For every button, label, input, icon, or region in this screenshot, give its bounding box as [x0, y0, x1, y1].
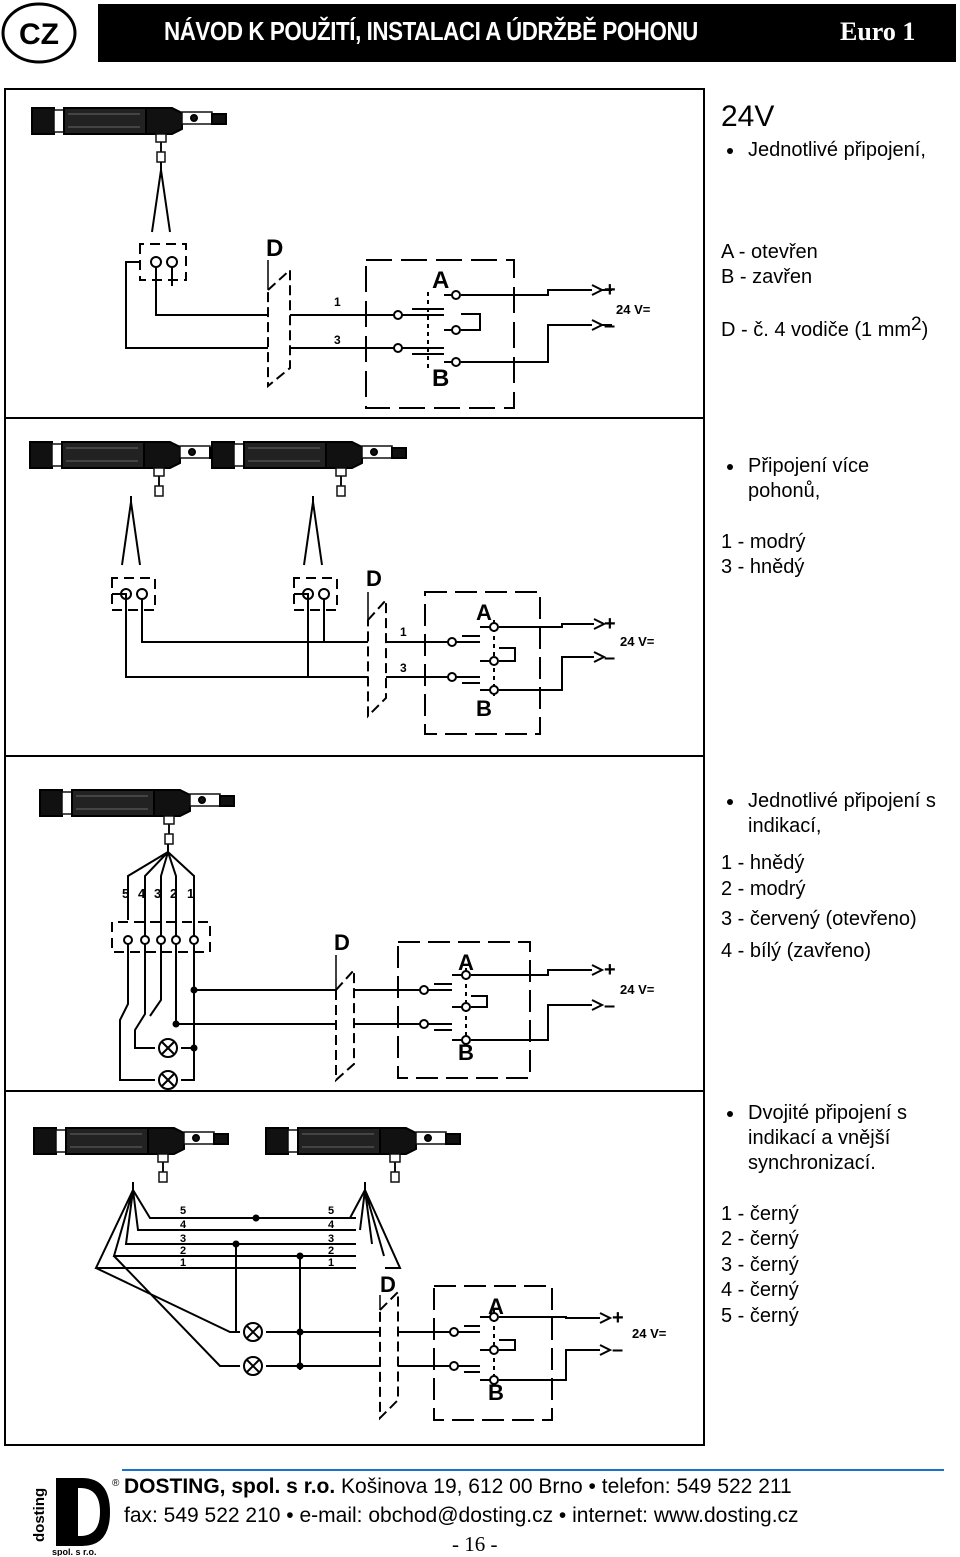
cz-badge-label: CZ — [19, 18, 59, 51]
s4-legend-5: 5 - černý — [721, 1305, 799, 1327]
s3-bullet-line1: Jednotlivé připojení s — [748, 790, 936, 812]
page-number: - 16 - — [452, 1532, 498, 1556]
cz-badge: CZ — [1, 2, 77, 64]
s1-line-d-end: ) — [921, 319, 929, 341]
label-d: D — [380, 1272, 396, 1297]
bullet-icon — [727, 148, 733, 154]
s4-bullet-line1: Dvojité připojení s — [748, 1102, 907, 1124]
footer-contact-line1: DOSTING, spol. s r.o. Košinova 19, 612 0… — [124, 1474, 792, 1500]
label-plus: + — [604, 279, 616, 301]
label-wire-3: 3 — [400, 661, 407, 675]
model-name: Euro 1 — [840, 17, 916, 46]
label-wire-3: 3 — [154, 886, 161, 901]
s3-legend-4: 4 - bílý (zavřeno) — [721, 940, 872, 962]
label-plus: + — [604, 613, 616, 635]
footer-contact-line2: fax: 549 522 210 • e-mail: obchod@dostin… — [124, 1504, 799, 1527]
s2-bullet-line1: Připojení více — [748, 455, 870, 477]
label-minus: – — [604, 647, 615, 669]
label-voltage: 24 V= — [632, 1326, 667, 1341]
label-wire-3: 3 — [180, 1233, 186, 1245]
label-voltage: 24 V= — [620, 982, 655, 997]
label-plus: + — [612, 1307, 624, 1329]
s1-line-d: D - č. 4 vodiče (1 mm2) — [721, 314, 929, 344]
s1-line-b: B - zavřen — [721, 266, 813, 288]
label-a: A — [488, 1294, 504, 1319]
label-wire-5: 5 — [328, 1205, 334, 1217]
section-divider — [4, 417, 705, 419]
label-b: B — [476, 696, 492, 721]
voltage-heading: 24V — [721, 100, 775, 133]
label-minus: – — [604, 315, 615, 337]
s4-legend-3: 3 - černý — [721, 1254, 799, 1276]
label-wire-2: 2 — [170, 886, 177, 901]
label-d: D — [334, 930, 350, 955]
s2-legend-1: 1 - modrý — [721, 531, 806, 553]
label-plus: + — [604, 959, 616, 981]
s4-bullet-line3: synchronizací. — [748, 1152, 876, 1174]
s3-legend-1: 1 - hnědý — [721, 852, 805, 874]
label-minus: – — [604, 995, 615, 1017]
wiring-diagrams: D A B 24 V= + – 1 3 D A B 24 V= + – 1 3 … — [29, 107, 667, 1421]
s3-bullet-line2: indikací, — [748, 815, 822, 837]
label-d: D — [266, 235, 283, 262]
diagram-frame — [4, 88, 705, 1446]
label-a: A — [476, 600, 492, 625]
section-divider — [4, 1090, 705, 1092]
label-wire-4: 4 — [328, 1219, 335, 1231]
company-logo: dosting ® spol. s r.o. — [31, 1478, 120, 1556]
s2-legend-2: 3 - hnědý — [721, 556, 805, 578]
label-voltage: 24 V= — [616, 302, 651, 317]
s3-legend-2: 2 - modrý — [721, 878, 806, 900]
label-wire-5: 5 — [180, 1205, 186, 1217]
label-wire-5: 5 — [122, 886, 129, 901]
s3-legend-3: 3 - červený (otevřeno) — [721, 908, 917, 930]
company-name: DOSTING, spol. s r.o. — [124, 1475, 336, 1498]
logo-registered: ® — [112, 1478, 120, 1489]
s1-line-a: A - otevřen — [721, 241, 818, 263]
label-wire-2: 2 — [180, 1245, 186, 1257]
label-b: B — [432, 365, 449, 392]
s1-line-d-main: D - č. 4 vodiče (1 mm — [721, 319, 912, 341]
logo-sub: spol. s r.o. — [52, 1547, 97, 1556]
label-minus: – — [612, 1339, 623, 1361]
header-bar — [98, 4, 956, 62]
label-voltage: 24 V= — [620, 634, 655, 649]
label-b: B — [458, 1040, 474, 1065]
s4-legend-1: 1 - černý — [721, 1203, 799, 1225]
s4-legend-4: 4 - černý — [721, 1279, 799, 1301]
label-b: B — [488, 1380, 504, 1405]
label-d: D — [366, 566, 382, 591]
bullet-icon — [727, 1111, 733, 1117]
footer-rule — [122, 1469, 944, 1471]
s2-bullet-line2: pohonů, — [748, 480, 821, 502]
label-wire-4: 4 — [180, 1219, 187, 1231]
label-wire-4: 4 — [138, 886, 146, 901]
company-address: Košinova 19, 612 00 Brno • telefon: 549 … — [335, 1475, 792, 1498]
s4-bullet-line2: indikací a vnější — [748, 1127, 891, 1149]
bullet-icon — [727, 799, 733, 805]
bullet-icon — [727, 464, 733, 470]
label-wire-3: 3 — [334, 333, 341, 347]
page-title: NÁVOD K POUŽITÍ, INSTALACI A ÚDRŽBĚ POHO… — [164, 16, 698, 46]
s1-bullet-text: Jednotlivé připojení, — [748, 139, 926, 161]
label-wire-1: 1 — [328, 1257, 334, 1269]
label-wire-1: 1 — [400, 625, 407, 639]
label-wire-1: 1 — [187, 886, 194, 901]
logo-word: dosting — [31, 1488, 48, 1542]
label-a: A — [458, 950, 474, 975]
s4-legend-2: 2 - černý — [721, 1228, 799, 1250]
section-divider — [4, 755, 705, 757]
label-a: A — [432, 267, 449, 294]
label-wire-2: 2 — [328, 1245, 334, 1257]
label-wire-3: 3 — [328, 1233, 334, 1245]
s1-line-d-sup: 2 — [911, 314, 922, 335]
label-wire-1: 1 — [334, 295, 341, 309]
label-wire-1: 1 — [180, 1257, 186, 1269]
